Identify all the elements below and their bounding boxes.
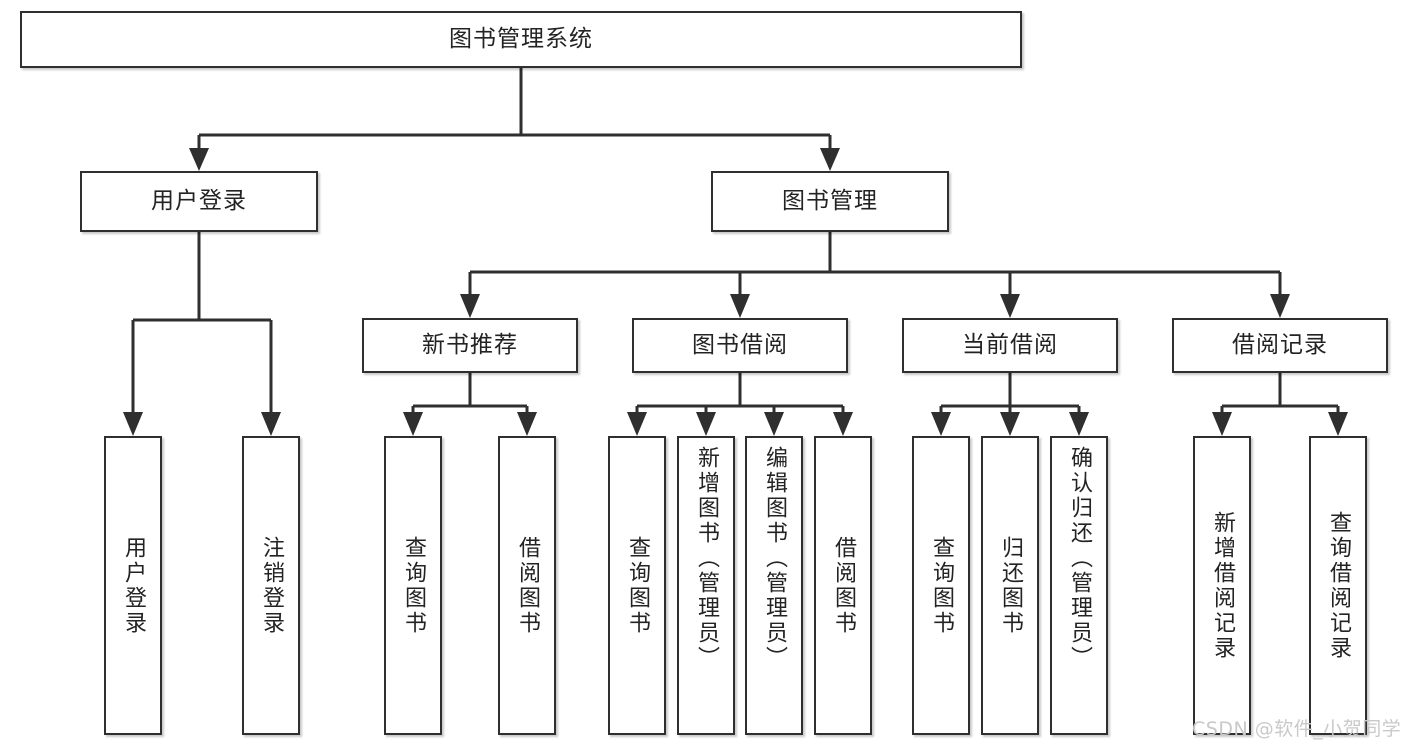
leaf-book-borrow-add[interactable]: 新增图书（管理员）	[677, 436, 735, 735]
node-label: 当前借阅	[962, 331, 1058, 358]
leaf-user-login-login[interactable]: 用户登录	[104, 436, 162, 735]
node-label: 查询图书	[401, 535, 426, 636]
leaf-user-login-logout[interactable]: 注销登录	[242, 436, 300, 735]
arrowhead-book-manage	[820, 148, 840, 171]
arrowhead-current-borrow	[1000, 294, 1020, 318]
leaf-current-borrow-return[interactable]: 归还图书	[981, 436, 1039, 735]
leaf-new-book-borrow[interactable]: 借阅图书	[498, 436, 556, 735]
node-label: 注销登录	[259, 535, 284, 636]
leaf-current-borrow-confirm-return[interactable]: 确认归还（管理员）	[1050, 436, 1108, 735]
arrowhead-user-login	[189, 148, 209, 171]
node-label: 图书管理系统	[449, 25, 593, 52]
arrowhead-book-borrow-leaf2	[696, 412, 716, 436]
arrowhead-user-login-leaf1	[123, 412, 143, 436]
arrowhead-current-borrow-leaf3	[1069, 412, 1089, 436]
node-book-borrow[interactable]: 图书借阅	[632, 318, 848, 373]
arrowhead-current-borrow-leaf1	[931, 412, 951, 436]
node-current-borrow[interactable]: 当前借阅	[902, 318, 1118, 373]
node-label: 归还图书	[998, 535, 1023, 636]
leaf-book-borrow-borrow[interactable]: 借阅图书	[814, 436, 872, 735]
arrowhead-book-borrow	[730, 294, 750, 318]
node-label: 确认归还（管理员）	[1067, 446, 1092, 671]
node-label: 新书推荐	[422, 331, 518, 358]
arrowhead-current-borrow-leaf2	[1000, 412, 1020, 436]
node-book-management[interactable]: 图书管理	[711, 171, 949, 232]
node-label: 图书借阅	[692, 331, 788, 358]
leaf-current-borrow-query[interactable]: 查询图书	[912, 436, 970, 735]
arrowhead-new-book	[460, 294, 480, 318]
node-user-login[interactable]: 用户登录	[80, 171, 318, 232]
arrowhead-borrow-record-leaf1	[1212, 412, 1232, 436]
leaf-book-borrow-edit[interactable]: 编辑图书（管理员）	[745, 436, 803, 735]
arrowhead-new-book-leaf2	[517, 412, 537, 436]
node-label: 用户登录	[151, 187, 247, 214]
node-label: 新增图书（管理员）	[694, 446, 719, 671]
arrowhead-user-login-leaf2	[261, 412, 281, 436]
node-root-book-management-system[interactable]: 图书管理系统	[20, 11, 1022, 68]
leaf-borrow-record-query[interactable]: 查询借阅记录	[1309, 436, 1367, 735]
leaf-borrow-record-add[interactable]: 新增借阅记录	[1193, 436, 1251, 735]
leaf-book-borrow-query[interactable]: 查询图书	[608, 436, 666, 735]
node-borrow-record[interactable]: 借阅记录	[1172, 318, 1388, 373]
node-label: 查询图书	[929, 535, 954, 636]
node-label: 图书管理	[782, 187, 878, 214]
node-label: 借阅图书	[831, 535, 856, 636]
arrowhead-book-borrow-leaf3	[764, 412, 784, 436]
csdn-watermark: CSDN @软件_小贺同学	[1192, 718, 1402, 740]
node-label: 查询图书	[625, 535, 650, 636]
node-label: 用户登录	[121, 535, 146, 636]
node-label: 新增借阅记录	[1210, 510, 1235, 661]
node-new-book-recommend[interactable]: 新书推荐	[362, 318, 578, 373]
arrowhead-borrow-record-leaf2	[1328, 412, 1348, 436]
node-label: 查询借阅记录	[1326, 510, 1351, 661]
arrowhead-book-borrow-leaf4	[833, 412, 853, 436]
node-label: 借阅记录	[1232, 331, 1328, 358]
node-label: 借阅图书	[515, 535, 540, 636]
arrowhead-borrow-record	[1270, 294, 1290, 318]
leaf-new-book-query[interactable]: 查询图书	[384, 436, 442, 735]
node-label: 编辑图书（管理员）	[762, 446, 787, 671]
arrowhead-book-borrow-leaf1	[627, 412, 647, 436]
arrowhead-new-book-leaf1	[403, 412, 423, 436]
